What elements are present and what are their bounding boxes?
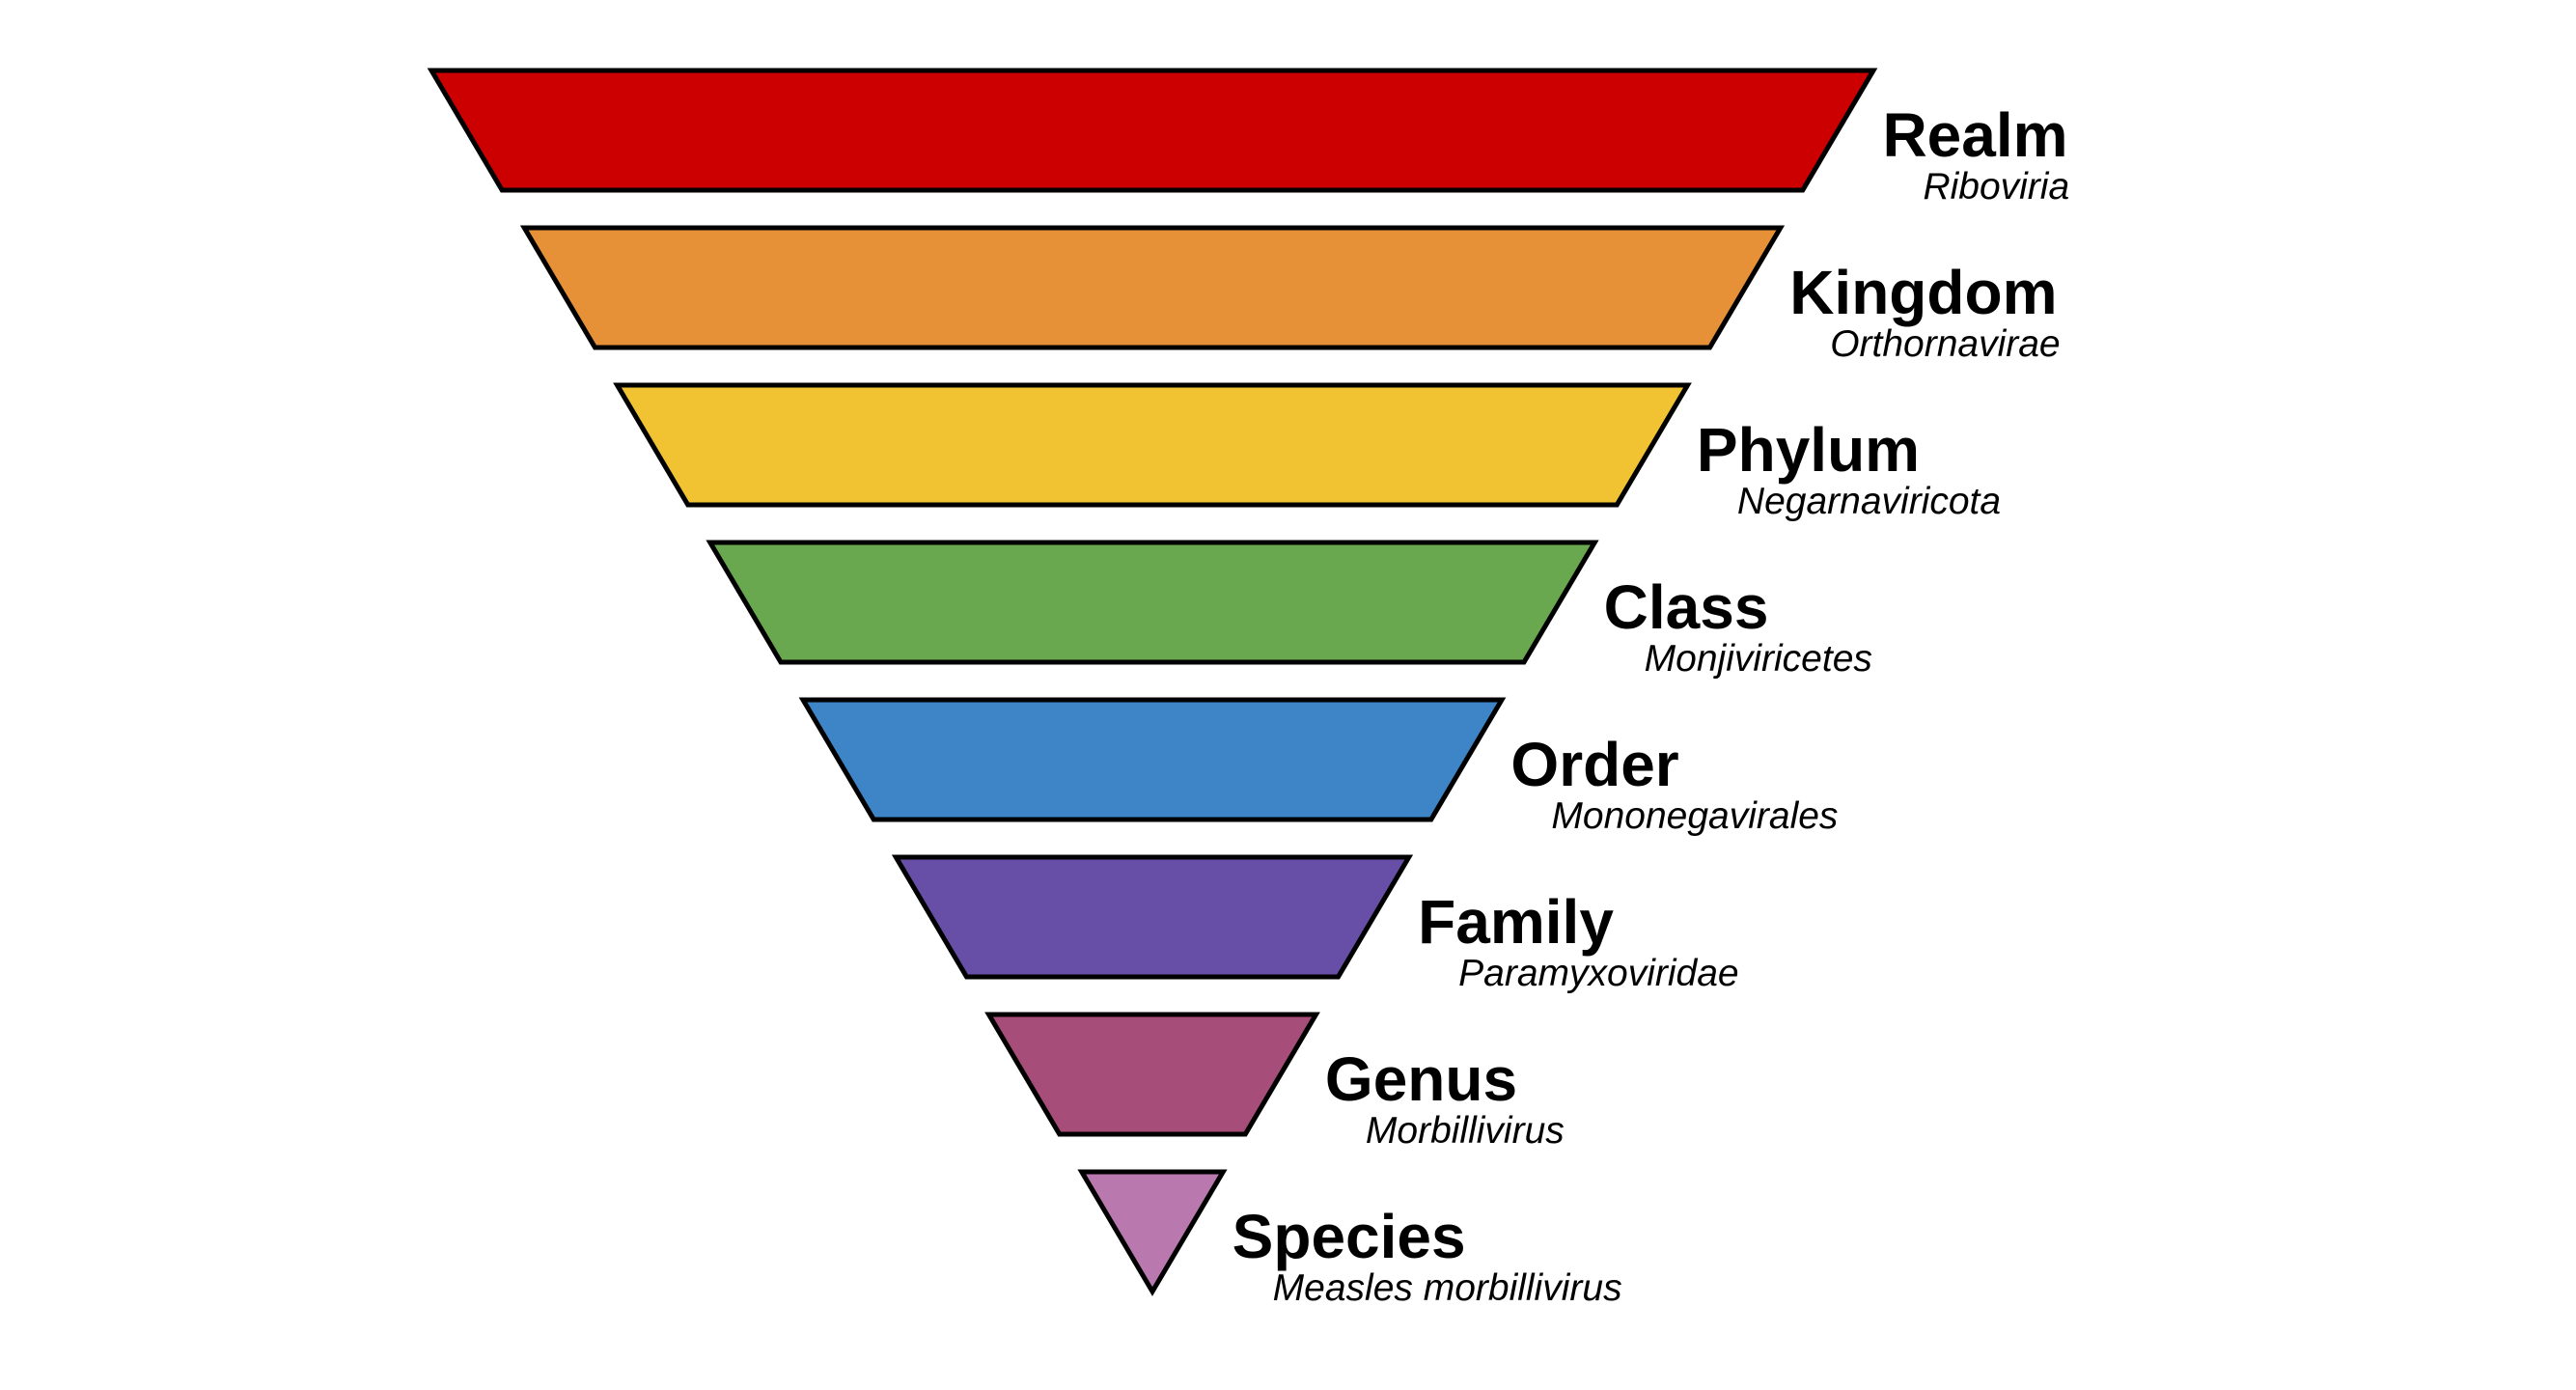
taxon-label-phylum: Negarnaviricota	[1737, 481, 2001, 522]
funnel-band-class	[706, 540, 1599, 665]
funnel-band-realm	[427, 68, 1878, 193]
rank-label-genus: Genus	[1325, 1044, 1517, 1114]
funnel-band-family	[891, 854, 1414, 980]
funnel-band-phylum	[613, 382, 1692, 508]
funnel-band-kingdom	[519, 225, 1786, 350]
taxon-label-family: Paramyxoviridae	[1458, 953, 1738, 994]
rank-label-species: Species	[1233, 1202, 1466, 1271]
taxon-label-species: Measles morbillivirus	[1273, 1267, 1622, 1309]
taxon-label-order: Mononegavirales	[1551, 795, 1838, 837]
rank-label-order: Order	[1510, 730, 1678, 799]
rank-label-phylum: Phylum	[1697, 415, 1920, 485]
funnel-band-genus	[984, 1012, 1320, 1137]
rank-label-kingdom: Kingdom	[1789, 258, 2057, 327]
taxon-label-class: Monjiviricetes	[1645, 638, 1872, 680]
taxon-label-realm: Riboviria	[1923, 166, 2069, 208]
rank-label-family: Family	[1418, 887, 1614, 957]
funnel-band-species	[1077, 1169, 1228, 1296]
rank-label-class: Class	[1604, 572, 1769, 642]
taxon-label-genus: Morbillivirus	[1366, 1110, 1565, 1152]
rank-label-realm: Realm	[1882, 100, 2067, 170]
funnel-band-order	[798, 697, 1507, 822]
taxon-label-kingdom: Orthornavirae	[1830, 323, 2060, 365]
